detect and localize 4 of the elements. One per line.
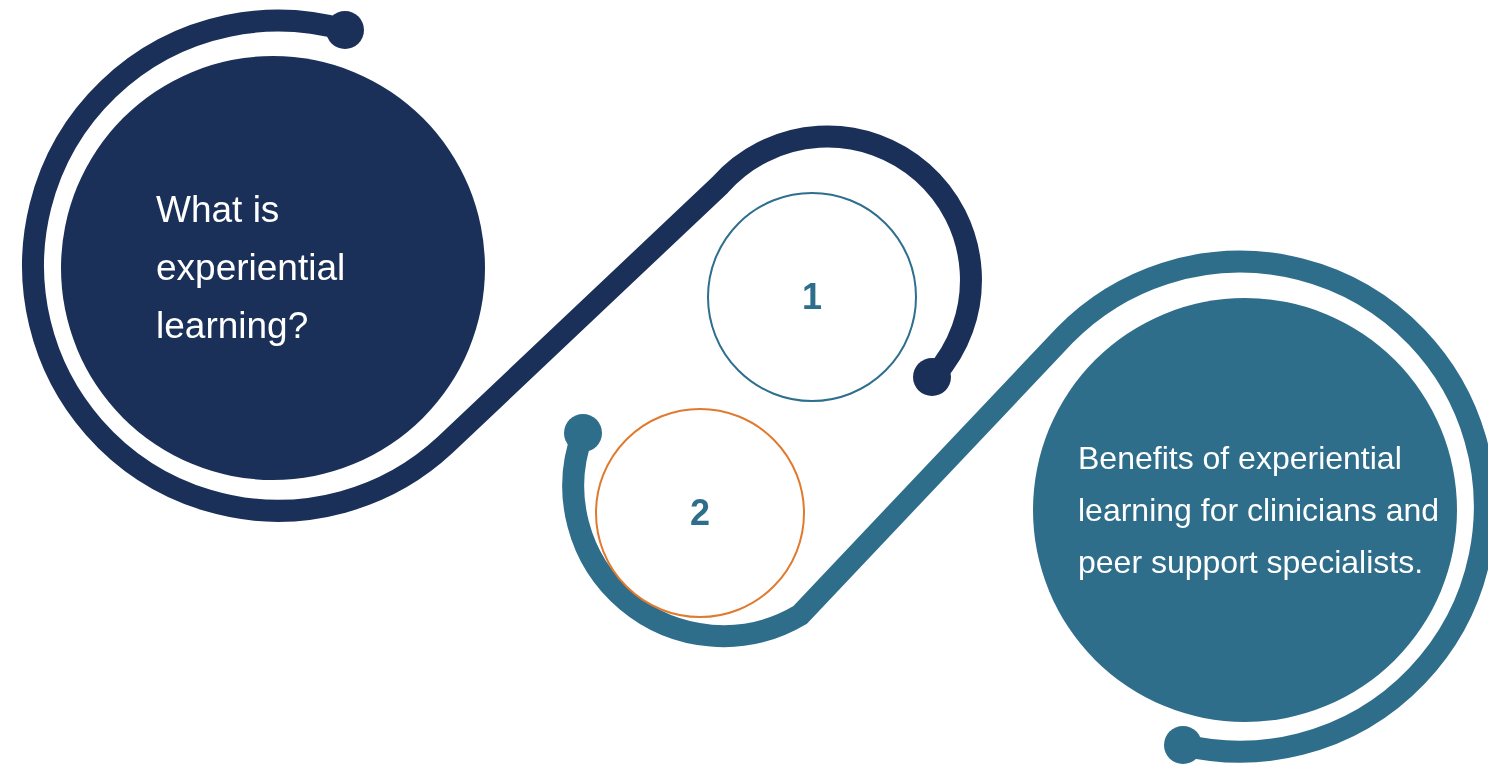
step-number: 2 [689,491,711,535]
circle-text: What is experiential learning? [155,188,347,348]
step-number: 1 [801,275,823,319]
circle-text: Benefits of experiential learning for clinicians and peer support specialists. [1077,439,1441,582]
